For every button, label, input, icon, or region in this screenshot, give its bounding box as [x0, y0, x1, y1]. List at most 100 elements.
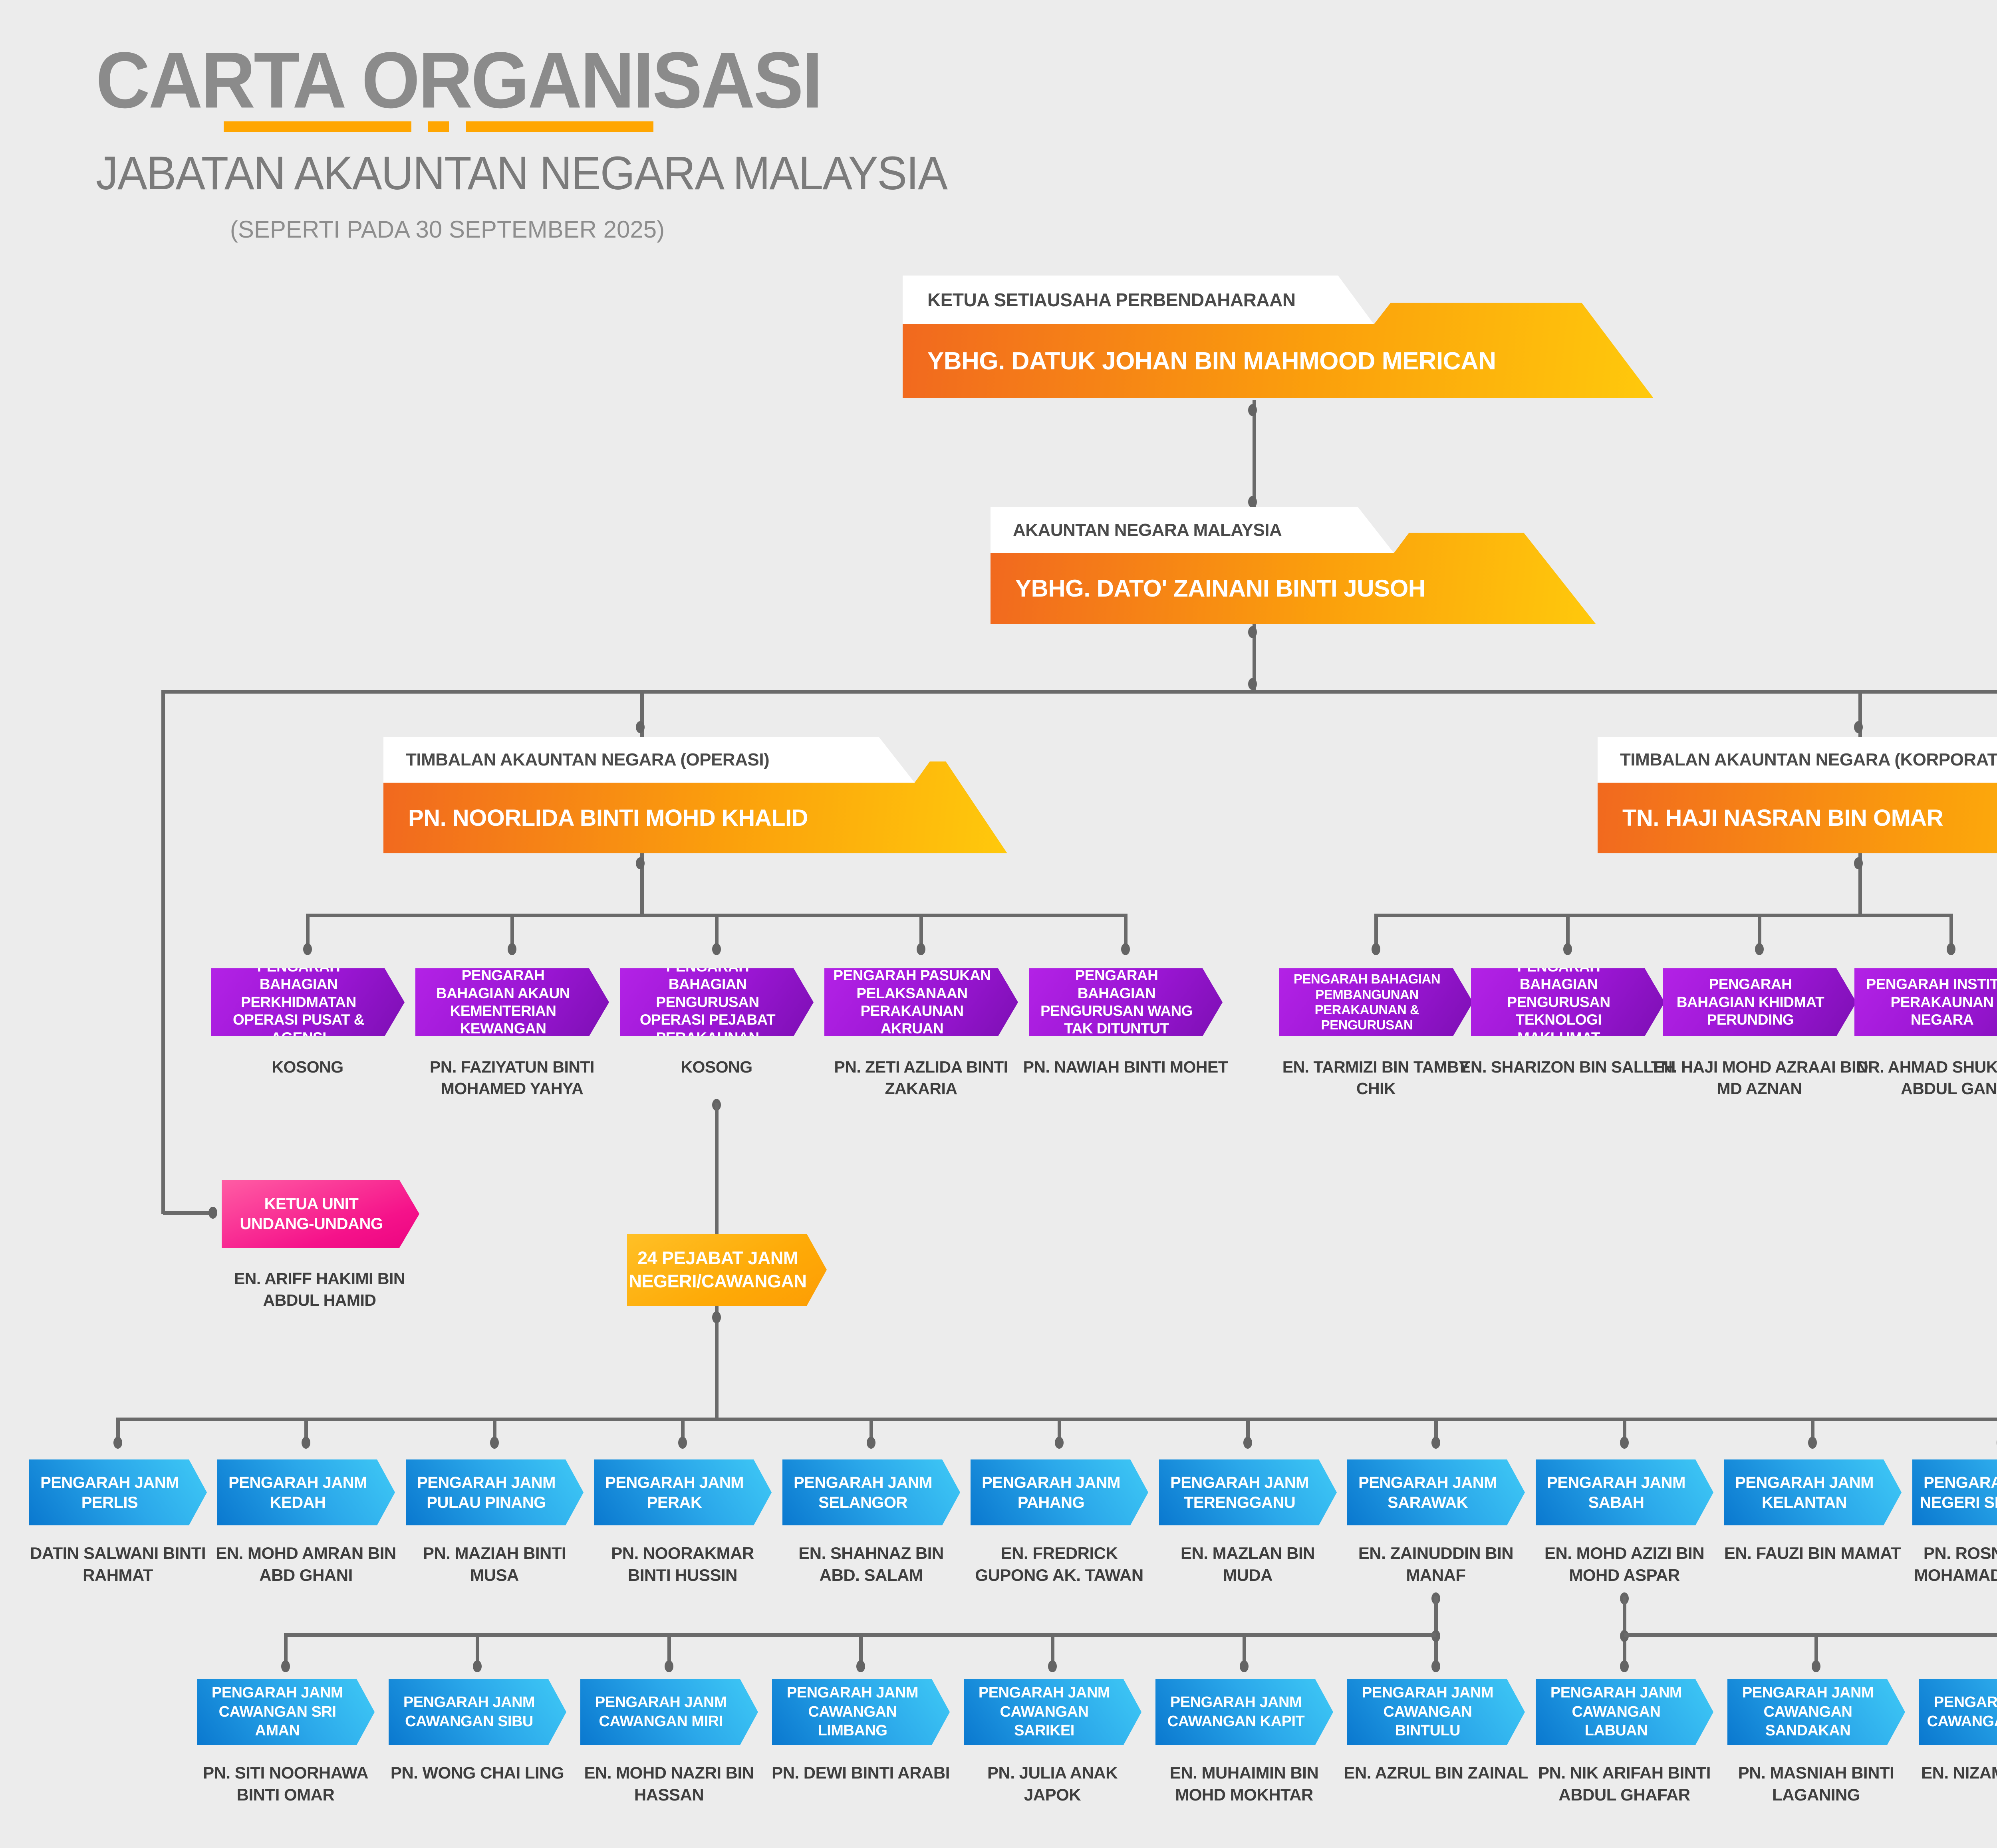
connector-line [681, 1418, 685, 1448]
connector-dot [473, 1660, 482, 1672]
connector-dot [303, 943, 312, 955]
connector-line [1623, 1418, 1626, 1448]
division-box-institut-perakaunan: PENGARAH INSTITUT PERAKAUNAN NEGARA [1854, 968, 1997, 1036]
connector-dot [1248, 626, 1257, 638]
connector-line [1246, 1418, 1250, 1448]
connector-line [1253, 400, 1256, 507]
division-box-pembangunan-perakaunan: PENGARAH BAHAGIAN PEMBANGUNAN PERAKAUNAN… [1279, 968, 1473, 1036]
unit-head-name: EN. ARIFF HAKIMI BIN ABDUL HAMID [234, 1269, 405, 1310]
connector-dot [712, 943, 721, 955]
state-box-pulau-pinang: PENGARAH JANM PULAU PINANG [406, 1459, 584, 1525]
division-box-perkhidmatan-operasi: PENGARAH BAHAGIAN PERKHIDMATAN OPERASI P… [211, 968, 405, 1036]
connector-dot [1431, 1660, 1440, 1672]
division-box-pelaksanaan-akruan: PENGARAH PASUKAN PELAKSANAAN PERAKAUNAN … [824, 968, 1018, 1036]
page-title: CARTA ORGANISASI [96, 36, 823, 125]
connector-line [476, 1633, 479, 1664]
connector-dot [508, 943, 516, 955]
division-box-teknologi-maklumat: PENGARAH BAHAGIAN PENGURUSAN TEKNOLOGI M… [1471, 968, 1665, 1036]
connector-line [284, 1633, 288, 1664]
connector-line [118, 1418, 1997, 1421]
connector-dot [1243, 1437, 1252, 1449]
connector-dot [636, 721, 645, 733]
branch-box-sandakan: PENGARAH JANM CAWANGAN SANDAKAN [1727, 1679, 1905, 1745]
connector-line [304, 1418, 308, 1448]
branch-box-labuan: PENGARAH JANM CAWANGAN LABUAN [1536, 1679, 1713, 1745]
connector-dot [856, 1660, 865, 1672]
state-box-perak: PENGARAH JANM PERAK [594, 1459, 772, 1525]
branch-director-name: EN. MUHAIMIN BIN MOHD MOKHTAR [1169, 1763, 1319, 1804]
connector-dot [490, 1437, 499, 1449]
connector-line [163, 690, 1997, 694]
state-box-sarawak: PENGARAH JANM SARAWAK [1347, 1459, 1525, 1525]
division-box-akaun-kementerian: PENGARAH BAHAGIAN AKAUN KEMENTERIAN KEWA… [415, 968, 609, 1036]
division-head-name: PN. FAZIYATUN BINTI MOHAMED YAHYA [430, 1058, 594, 1098]
branch-director-name: PN. MASNIAH BINTI LAGANING [1738, 1763, 1894, 1804]
branch-director-name: EN. AZRUL BIN ZAINAL [1344, 1763, 1528, 1782]
ksp-name: YBHG. DATUK JOHAN BIN MAHMOOD MERICAN [927, 347, 1496, 375]
state-director-name: PN. NOORAKMAR BINTI HUSSIN [611, 1544, 754, 1585]
branch-box-sarikei: PENGARAH JANM CAWANGAN SARIKEI [964, 1679, 1141, 1745]
connector-line [1051, 1633, 1054, 1664]
connector-dot [1431, 1437, 1440, 1449]
connector-line [1058, 1418, 1061, 1448]
connector-line [1624, 1633, 1997, 1637]
branch-director-name: PN. WONG CHAI LING [390, 1763, 564, 1782]
connector-dot [1563, 943, 1572, 955]
division-head-name: DR. AHMAD SHUKRI BIN ABDUL GANI [1856, 1058, 1997, 1098]
connector-line [869, 1418, 873, 1448]
state-box-kedah: PENGARAH JANM KEDAH [217, 1459, 395, 1525]
state-director-name: EN. MOHD AMRAN BIN ABD GHANI [216, 1544, 396, 1585]
connector-dot [1248, 678, 1257, 690]
connector-line [1949, 914, 1953, 954]
division-head-name: EN. SHARIZON BIN SALLEH [1460, 1058, 1675, 1076]
connector-dot [1755, 943, 1764, 955]
branch-box-kapit: PENGARAH JANM CAWANGAN KAPIT [1155, 1679, 1333, 1745]
hub-box-24-pejabat: 24 PEJABAT JANM NEGERI/CAWANGAN [627, 1234, 827, 1306]
connector-line [161, 690, 165, 1214]
state-director-name: PN. ROSNANI BINTI MOHAMAD @ AHMAD [1914, 1544, 1997, 1585]
branch-box-sibu: PENGARAH JANM CAWANGAN SIBU [389, 1679, 566, 1745]
connector-line [1376, 914, 1951, 917]
connector-line [1814, 1633, 1818, 1664]
connector-dot [1431, 1630, 1440, 1642]
connector-dot [302, 1437, 310, 1449]
connector-line [667, 1633, 671, 1664]
state-box-perlis: PENGARAH JANM PERLIS [29, 1459, 207, 1525]
connector-dot [867, 1437, 875, 1449]
state-director-name: DATIN SALWANI BINTI RAHMAT [30, 1544, 206, 1585]
branch-box-bintulu: PENGARAH JANM CAWANGAN BINTULU [1347, 1679, 1525, 1745]
branch-director-name: PN. SITI NOORHAWA BINTI OMAR [203, 1763, 368, 1804]
title-underline-dash [428, 121, 449, 132]
ksp-label: KETUA SETIAUSAHA PERBENDAHARAAN [903, 276, 1374, 324]
connector-line [919, 914, 923, 954]
connector-line [163, 1211, 214, 1215]
deputy-operasi-label: TIMBALAN AKAUNTAN NEGARA (OPERASI) [383, 737, 915, 783]
state-box-sabah: PENGARAH JANM SABAH [1536, 1459, 1713, 1525]
connector-dot [678, 1437, 687, 1449]
branch-box-miri: PENGARAH JANM CAWANGAN MIRI [580, 1679, 758, 1745]
connector-dot [1620, 1437, 1629, 1449]
division-box-khidmat-perunding: PENGARAH BAHAGIAN KHIDMAT PERUNDING [1663, 968, 1856, 1036]
branch-box-limbang: PENGARAH JANM CAWANGAN LIMBANG [772, 1679, 950, 1745]
state-box-kelantan: PENGARAH JANM KELANTAN [1724, 1459, 1902, 1525]
division-head-name: PN. NAWIAH BINTI MOHET [1023, 1058, 1228, 1076]
connector-line [1374, 914, 1378, 954]
deputy-operasi-name: PN. NOORLIDA BINTI MOHD KHALID [408, 805, 808, 831]
state-box-terengganu: PENGARAH JANM TERENGGANU [1159, 1459, 1337, 1525]
anm-name: YBHG. DATO' ZAINANI BINTI JUSOH [1015, 575, 1425, 602]
division-box-wang-tak-dituntut: PENGARAH BAHAGIAN PENGURUSAN WANG TAK DI… [1029, 968, 1223, 1036]
title-underline-right [466, 121, 653, 132]
division-head-name: TN. HAJI MOHD AZRAAI BIN MD AZNAN [1651, 1058, 1868, 1098]
connector-dot [1372, 943, 1380, 955]
connector-line [116, 1418, 120, 1448]
branch-box-sri-aman: PENGARAH JANM CAWANGAN SRI AMAN [197, 1679, 375, 1745]
unit-box-undang-undang: KETUA UNIT UNDANG-UNDANG [222, 1180, 419, 1248]
connector-line [715, 914, 719, 954]
connector-line [1243, 1633, 1246, 1664]
connector-line [640, 853, 644, 915]
connector-dot [1854, 857, 1863, 869]
connector-dot [281, 1660, 290, 1672]
connector-dot [636, 857, 645, 869]
connector-dot [1240, 1660, 1249, 1672]
